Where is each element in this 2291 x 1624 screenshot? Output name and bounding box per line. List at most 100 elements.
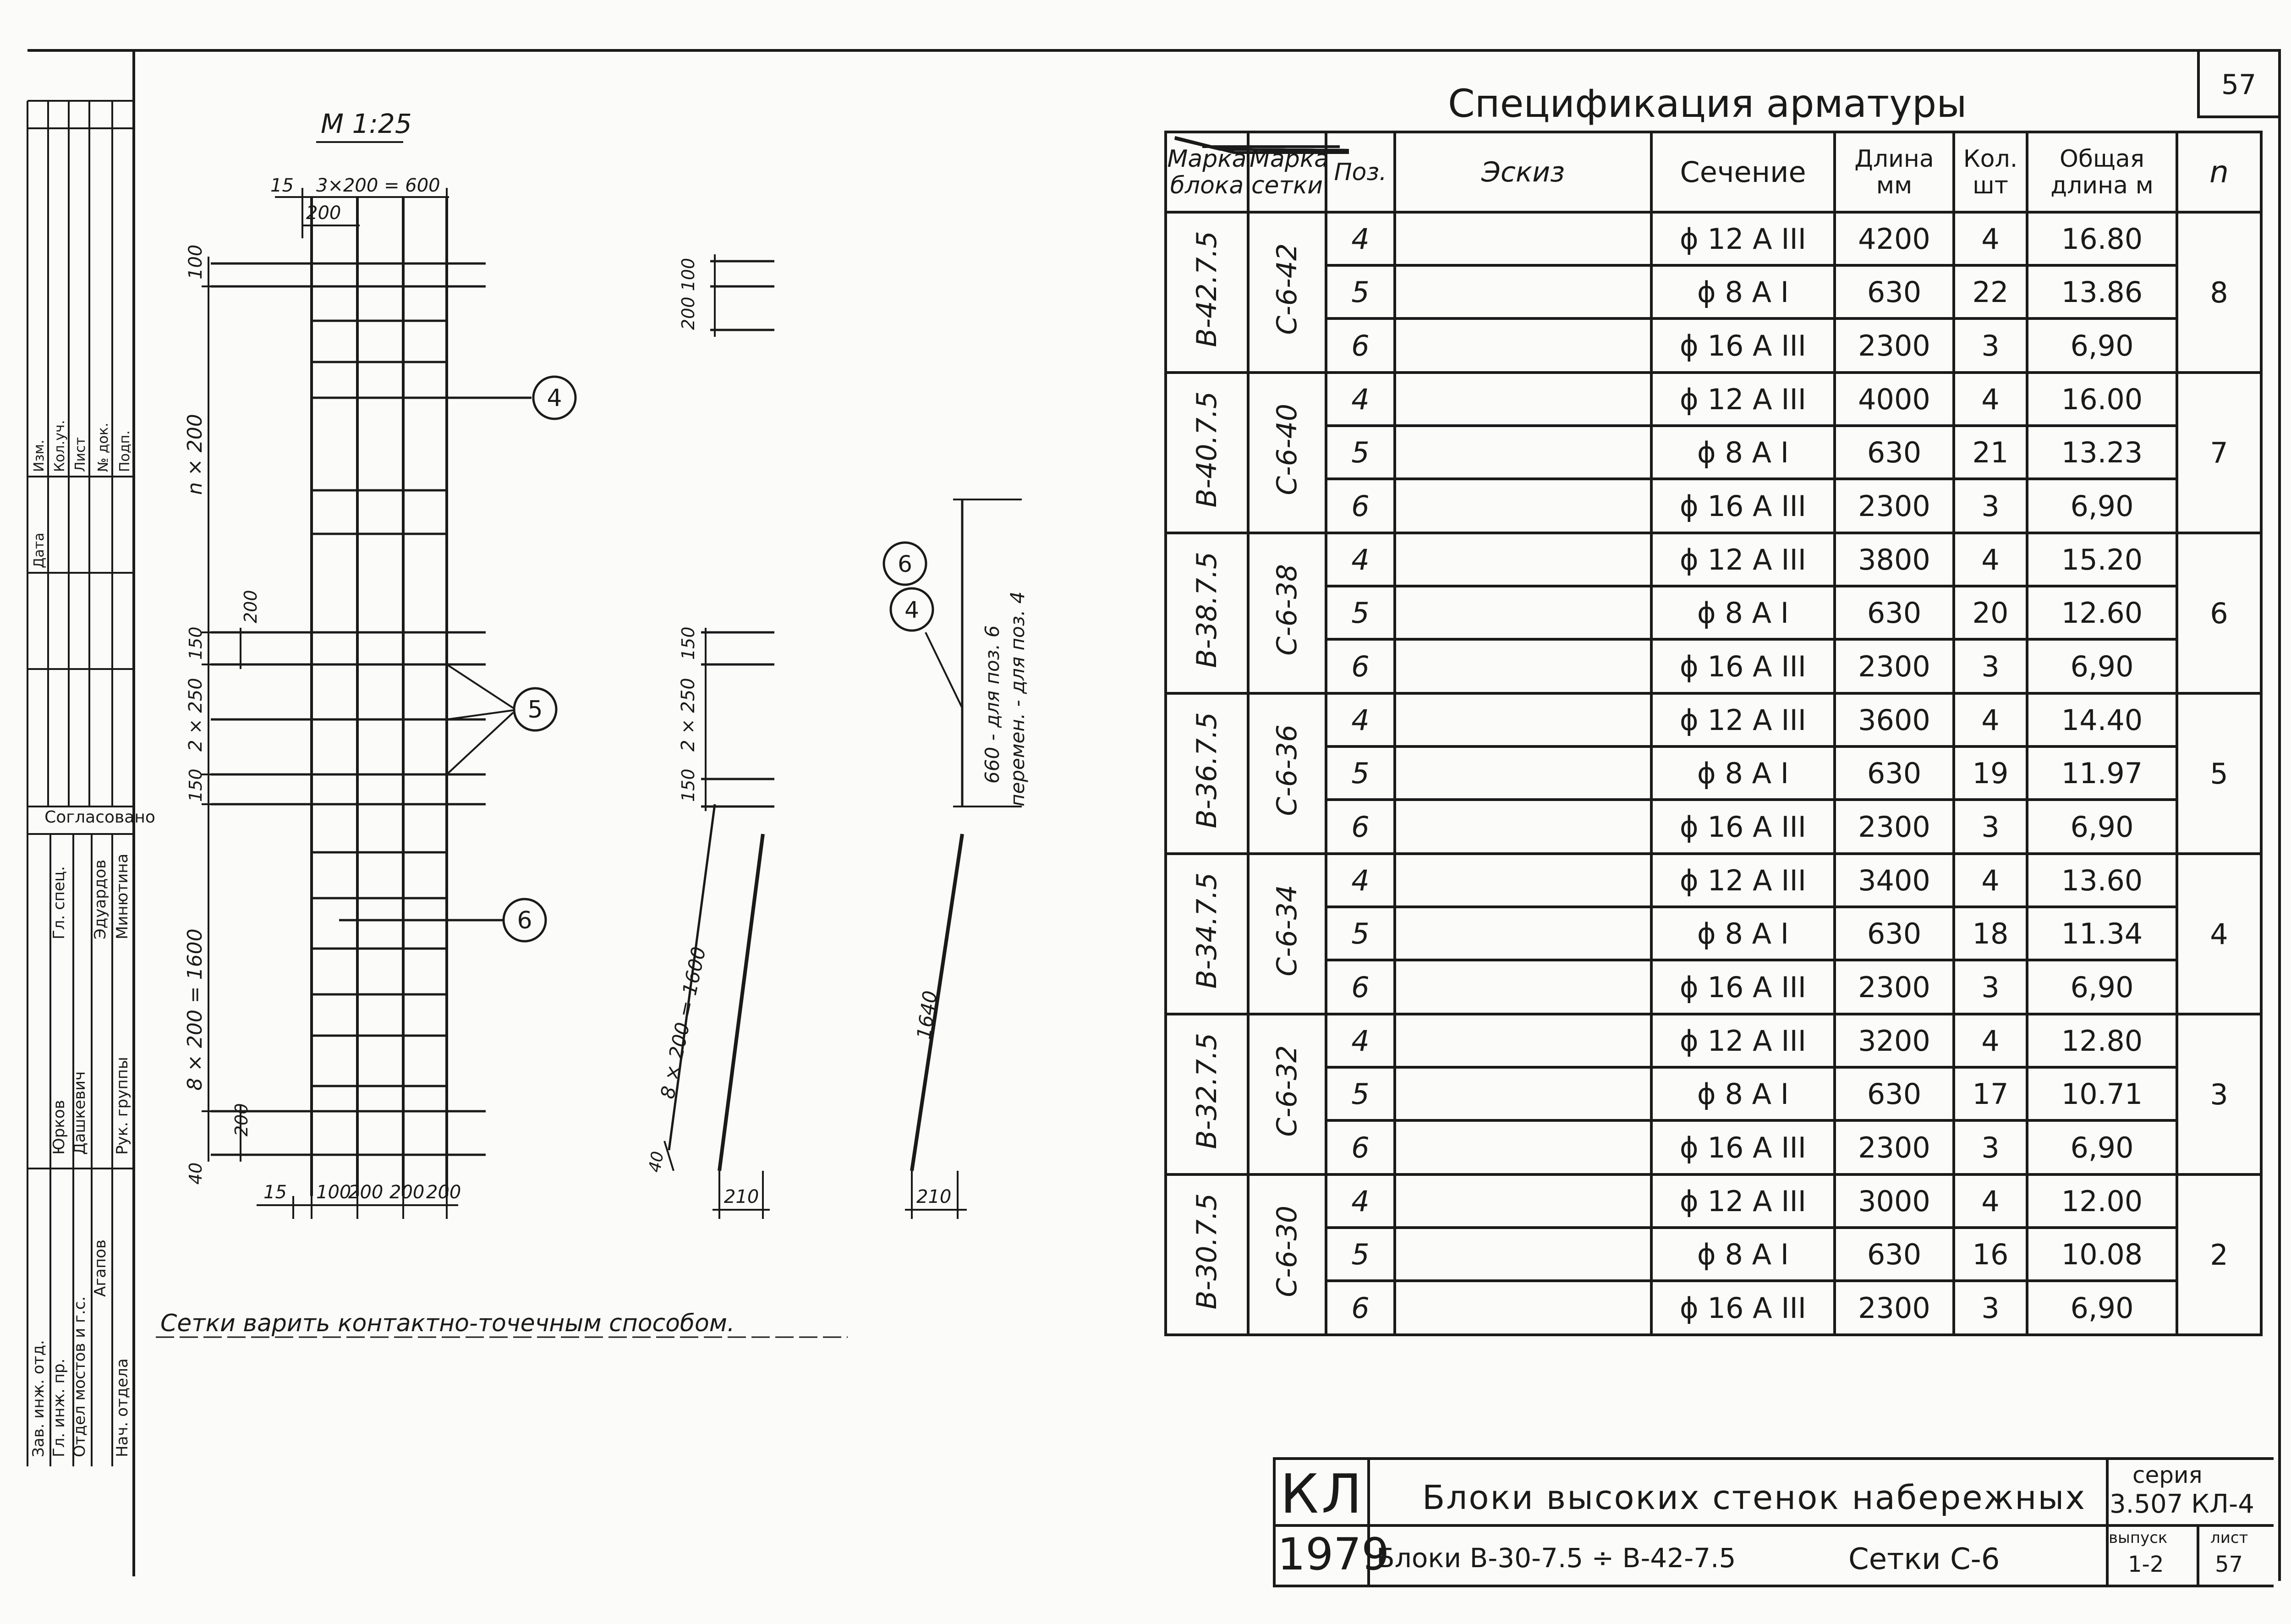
callout-right-b: 6 [898, 551, 912, 577]
mesh-mark: С-6-40 [1271, 403, 1303, 495]
sketch-cell [1174, 136, 1653, 1229]
dim-200-top: 200 [241, 590, 261, 623]
length-cell: 2300 [1833, 959, 1955, 1015]
spec-title: Спецификация арматуры [1448, 81, 1967, 126]
qty-cell: 3 [1952, 1119, 2028, 1176]
qty-cell: 4 [1952, 1013, 2028, 1069]
section-cell: ϕ 8 А I [1650, 745, 1836, 801]
length-cell: 630 [1833, 585, 1955, 641]
section-cell: ϕ 12 А III [1650, 1173, 1836, 1229]
mid-8x200: 8 × 200 = 1600 [656, 945, 710, 1101]
total-length-cell: 10.08 [2026, 1226, 2178, 1282]
length-cell: 2300 [1833, 798, 1955, 855]
pos-cell: 5 [1325, 1226, 1396, 1282]
dim-bottom-1: 15 [263, 1182, 287, 1203]
block-mark: В-38.7.5 [1191, 551, 1223, 668]
pos-cell: 6 [1325, 638, 1396, 695]
section-cell: ϕ 16 А III [1650, 959, 1836, 1015]
qty-cell: 3 [1952, 798, 2028, 855]
qty-cell: 17 [1952, 1066, 2028, 1122]
dim-200-bot: 200 [231, 1103, 252, 1136]
length-cell: 4200 [1833, 211, 1955, 267]
block-mark: В-42.7.5 [1191, 230, 1223, 347]
mesh-mark-cell: С-6-30 [1247, 1173, 1327, 1336]
dim-8x200: 8 × 200 = 1600 [183, 928, 207, 1091]
section-cell: ϕ 16 А III [1650, 477, 1836, 534]
pos-cell: 6 [1325, 1279, 1396, 1336]
pos-cell: 6 [1325, 798, 1396, 855]
pos-cell: 4 [1325, 211, 1396, 267]
side-name-5: Минютина [113, 854, 132, 939]
qty-cell: 18 [1952, 905, 2028, 961]
qty-cell: 20 [1952, 585, 2028, 641]
dim-bottom-5: 200 [426, 1182, 461, 1203]
side-role-3: Отдел мостов и г.с. [71, 1296, 89, 1457]
mid-40: 40 [645, 1150, 667, 1174]
stamp-year: 1979 [1277, 1529, 1390, 1580]
section-cell: ϕ 12 А III [1650, 1013, 1836, 1069]
n-cell: 7 [2176, 371, 2263, 534]
mesh-mark-cell: С-6-38 [1247, 532, 1327, 695]
dim-top: 3×200 = 600 [316, 175, 440, 196]
length-cell: 630 [1833, 424, 1955, 480]
total-length-cell: 13.23 [2026, 424, 2178, 480]
total-length-cell: 6,90 [2026, 477, 2178, 534]
section-cell: ϕ 16 А III [1650, 798, 1836, 855]
block-mark-cell: В-40.7.5 [1164, 371, 1250, 534]
section-cell: ϕ 16 А III [1650, 317, 1836, 374]
mesh-mark-cell: С-6-36 [1247, 692, 1327, 855]
sketch-cell [1202, 145, 1653, 480]
length-cell: 4000 [1833, 371, 1955, 427]
mesh-plan [202, 188, 577, 1219]
pos-cell: 5 [1325, 424, 1396, 480]
total-length-cell: 14.40 [2026, 692, 2178, 748]
pos-cell: 4 [1325, 692, 1396, 748]
total-length-cell: 13.86 [2026, 264, 2178, 320]
pos-cell: 6 [1325, 317, 1396, 374]
header-total-length: Общая длина м [2026, 131, 2178, 214]
stamp-sheet-label: лист [2210, 1529, 2248, 1547]
pos-cell: 6 [1325, 477, 1396, 534]
block-mark: В-36.7.5 [1191, 712, 1223, 828]
stamp-series-label: серия [2132, 1462, 2203, 1488]
length-cell: 2300 [1833, 317, 1955, 374]
sketch-cell [1202, 145, 1653, 1122]
section-cell: ϕ 8 А I [1650, 1226, 1836, 1282]
sketch-cell [1174, 137, 1653, 695]
qty-cell: 4 [1952, 852, 2028, 908]
total-length-cell: 13.60 [2026, 852, 2178, 908]
section-cell: ϕ 12 А III [1650, 692, 1836, 748]
block-mark: В-40.7.5 [1191, 391, 1223, 508]
total-length-cell: 12.80 [2026, 1013, 2178, 1069]
sketch-cell [1202, 145, 1653, 961]
side-role-2: Гл. инж. пр. [50, 1359, 68, 1457]
n-cell: 4 [2176, 852, 2263, 1015]
dim-bottom-2: 100 [316, 1182, 351, 1203]
block-mark-cell: В-30.7.5 [1164, 1173, 1250, 1336]
total-length-cell: 6,90 [2026, 1119, 2178, 1176]
side-role-1: Зав. инж. отд. [29, 1340, 48, 1457]
pos-cell: 4 [1325, 371, 1396, 427]
header-section: Сечение [1650, 131, 1836, 214]
side-name-4: Эдуардов [91, 860, 110, 939]
section-cell: ϕ 12 А III [1650, 211, 1836, 267]
pos-cell: 5 [1325, 905, 1396, 961]
mesh-mark: С-6-32 [1271, 1045, 1303, 1137]
right-note-2: перемен. - для поз. 4 [1006, 592, 1029, 807]
pos-cell: 6 [1325, 959, 1396, 1015]
qty-cell: 22 [1952, 264, 2028, 320]
sketch-cell [1174, 137, 1653, 855]
pos-cell: 5 [1325, 745, 1396, 801]
side-role-4: Нач. отдела [113, 1358, 132, 1457]
length-cell: 3400 [1833, 852, 1955, 908]
sketch-cell [1174, 136, 1653, 587]
header-sketch: Эскиз [1393, 131, 1653, 214]
